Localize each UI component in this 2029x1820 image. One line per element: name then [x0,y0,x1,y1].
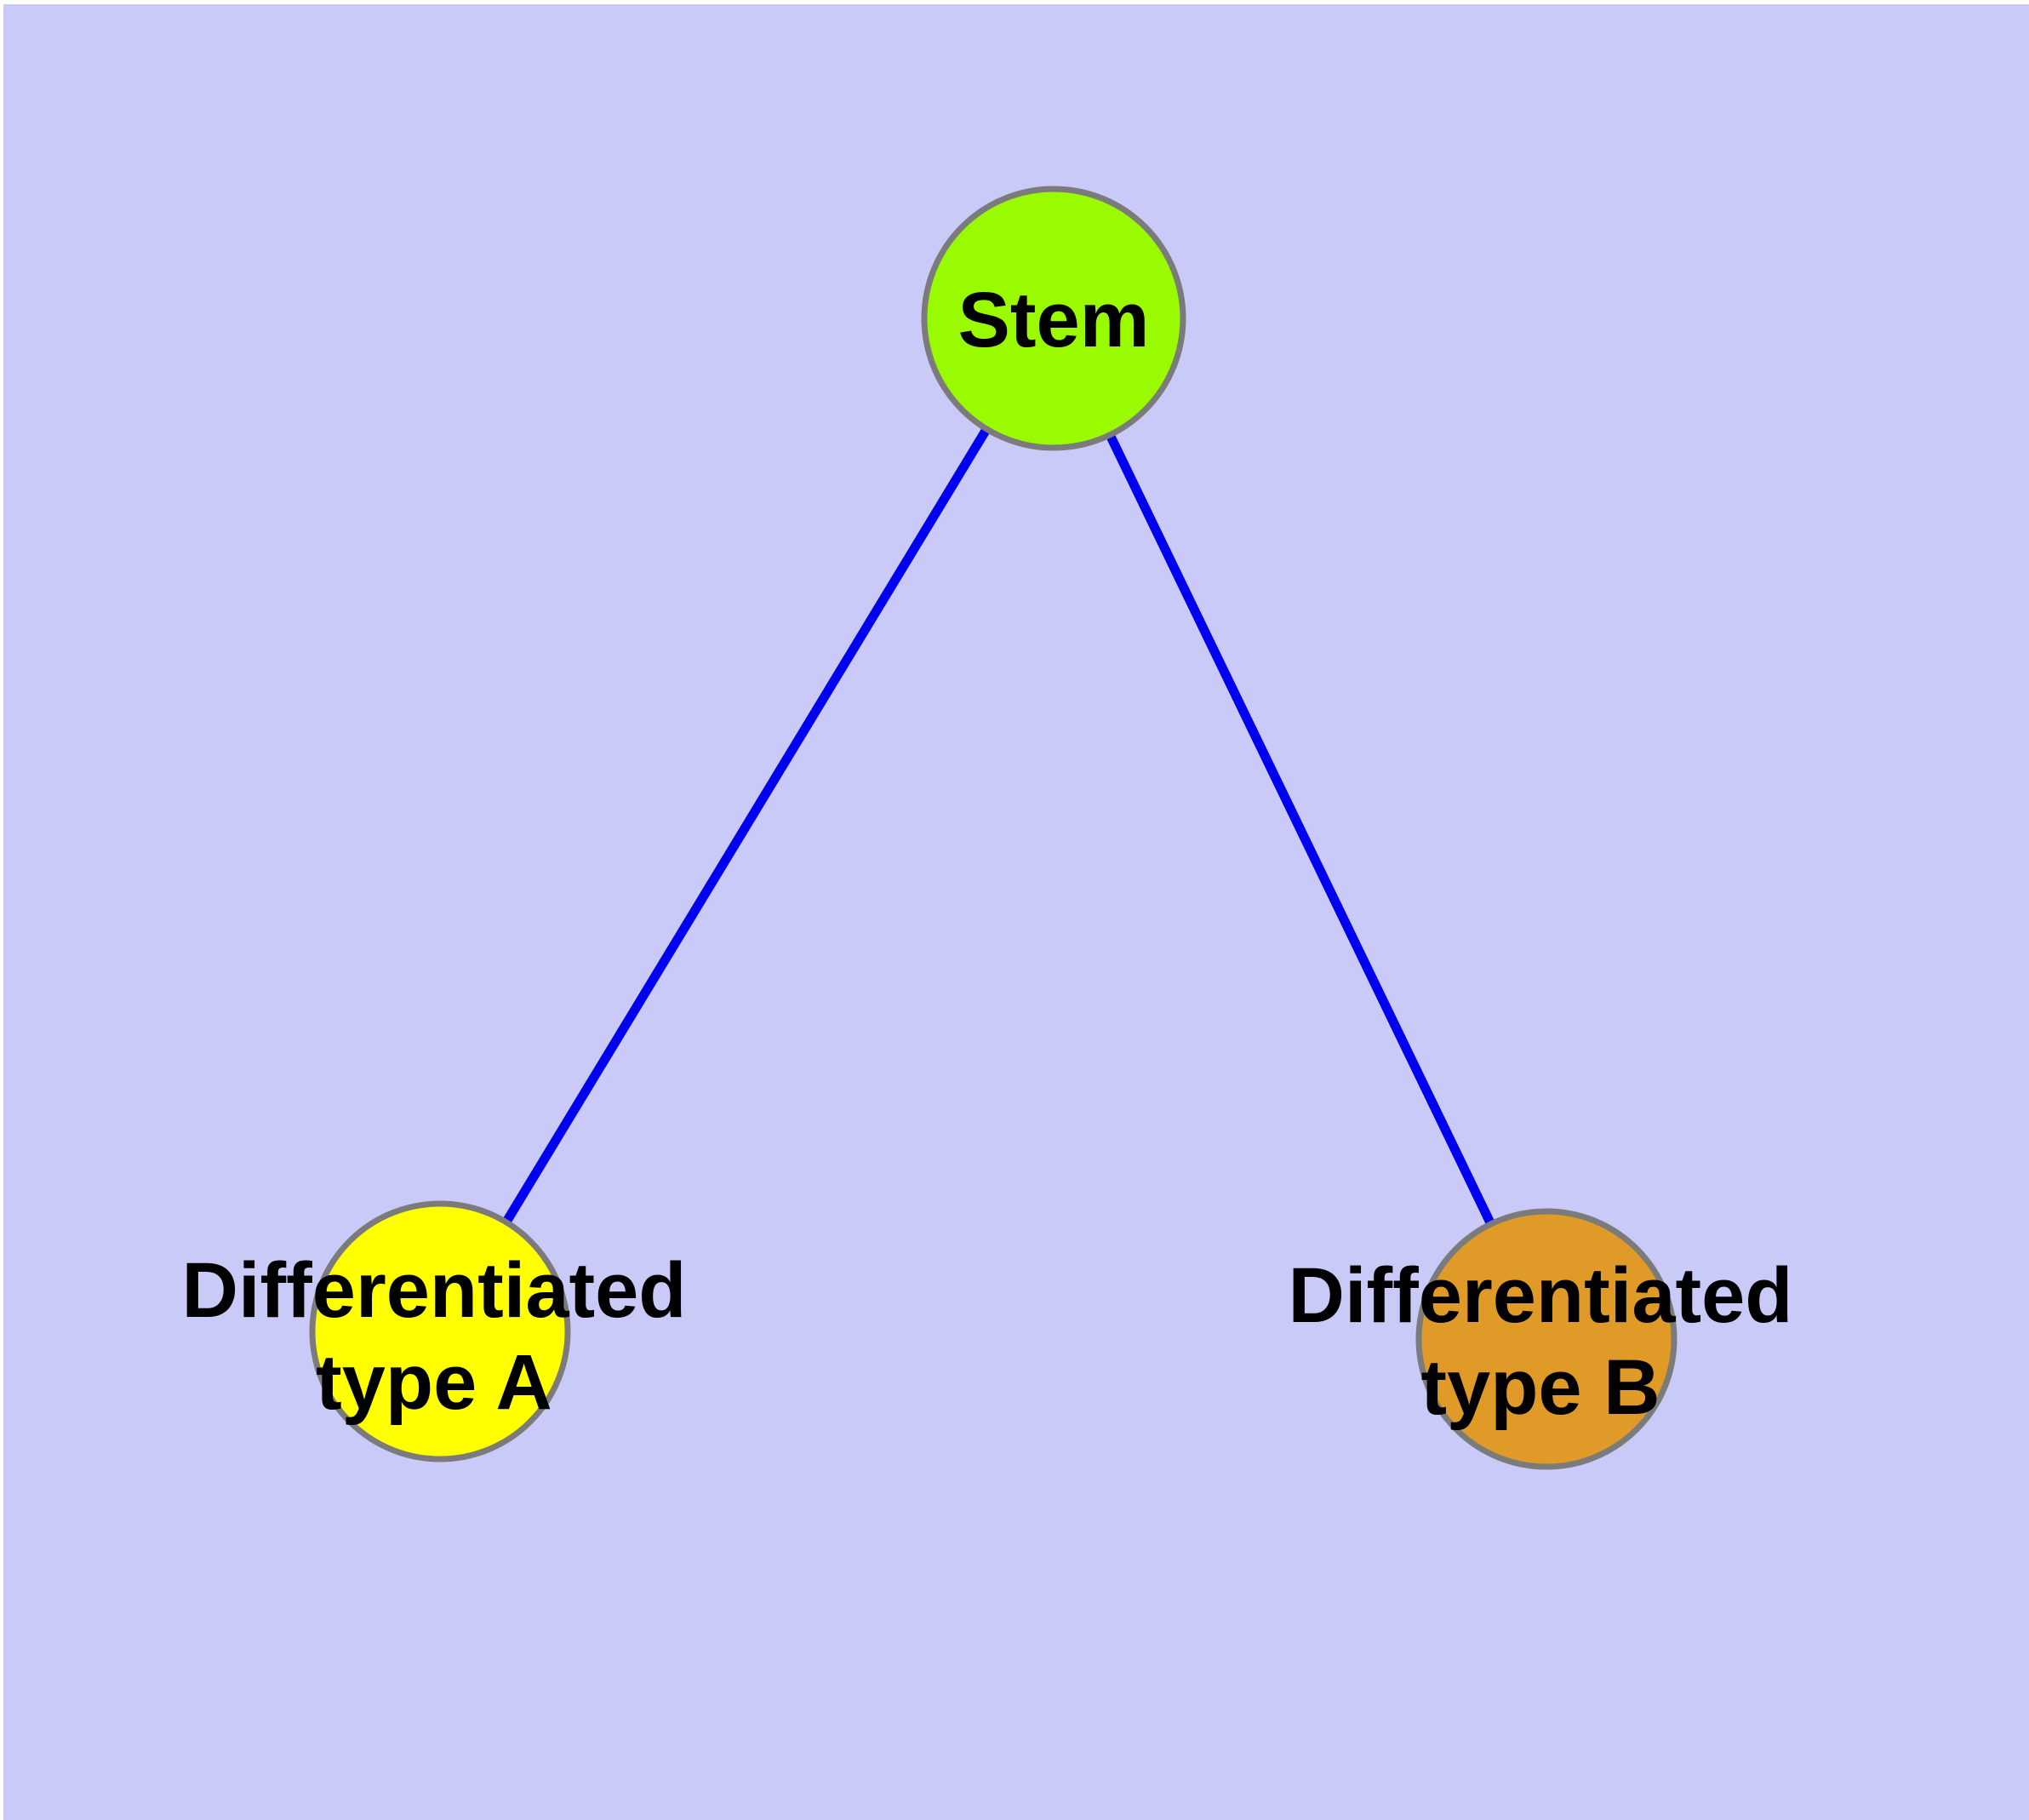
type-a-label-line2: type A [316,1339,552,1426]
stem-node-label: Stem [958,277,1150,363]
edge-stem-to-type-a [435,313,1059,1336]
type-a-node [309,1200,571,1462]
type-a-label-line1: Differentiated [182,1247,687,1334]
type-b-label-line2: type B [1420,1344,1660,1431]
type-b-label-line1: Differentiated [1289,1252,1793,1339]
edge-stem-to-type-b [1049,313,1552,1344]
type-b-node [1415,1208,1677,1470]
stem-node [921,186,1186,451]
